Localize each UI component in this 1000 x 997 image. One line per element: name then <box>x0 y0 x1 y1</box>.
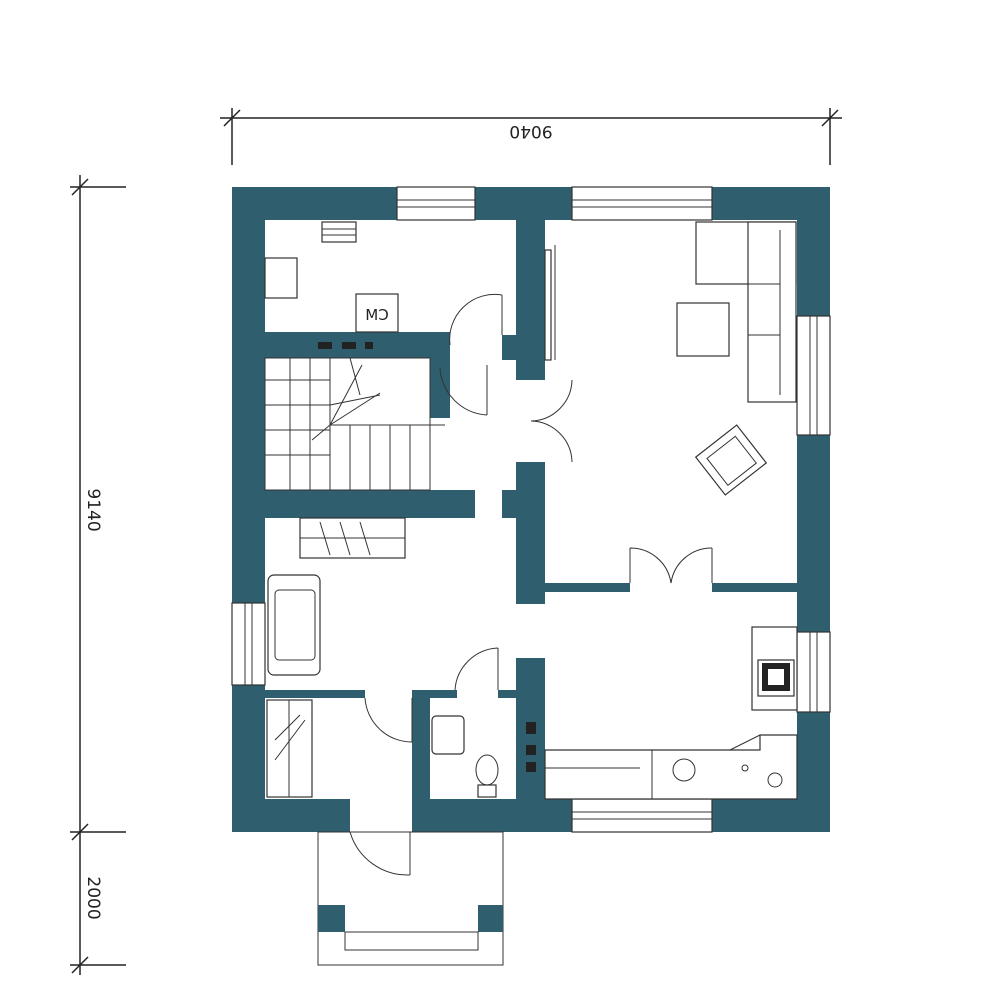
porch <box>317 831 504 966</box>
height-label: 9140 <box>83 488 103 531</box>
doors <box>349 293 713 876</box>
width-label: 9040 <box>509 121 552 141</box>
appliance-label: CM <box>365 306 388 324</box>
exterior-walls <box>232 187 830 832</box>
bathroom-fixtures <box>431 715 536 798</box>
staircase <box>264 357 445 491</box>
utility-furniture: CM <box>264 221 399 349</box>
porch-depth-label: 2000 <box>83 876 103 919</box>
dimension-width: 9040 <box>220 108 842 165</box>
windows <box>231 186 831 833</box>
dimension-height: 9140 2000 <box>70 175 126 975</box>
living-room-furniture <box>544 221 797 496</box>
washing-machine <box>355 293 399 333</box>
hall-furniture <box>266 517 406 798</box>
kitchen-furniture <box>544 626 798 800</box>
